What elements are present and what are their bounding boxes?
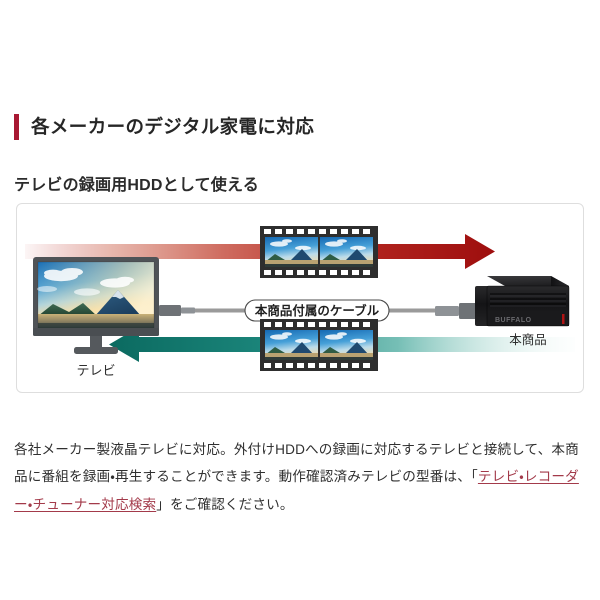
usb-cable <box>159 303 477 319</box>
cable-label-text: 本商品付属のケーブル <box>254 303 380 318</box>
hdd-brand-text: BUFFALO <box>495 317 532 324</box>
external-hdd: BUFFALO <box>475 276 570 327</box>
film-strip-playback <box>260 319 378 371</box>
product-label: 本商品 <box>509 333 547 347</box>
heading-accent-bar <box>14 114 19 140</box>
sub-heading: テレビの録画用HDDとして使える <box>14 177 259 194</box>
film-strip-record <box>260 226 378 278</box>
diagram-card: テレビ 本商品付属のケーブル <box>16 203 584 393</box>
television <box>33 257 159 354</box>
section-heading: 各メーカーのデジタル家電に対応 <box>14 112 314 142</box>
compatibility-search-link[interactable]: テレビ・レコーダー・チューナー対応検索 <box>14 469 579 513</box>
body-text-part1: 各社メーカー製液晶テレビに対応。外付けHDDへの録画に対応するテレビと接続して、… <box>14 441 579 485</box>
body-paragraph: 各社メーカー製液晶テレビに対応。外付けHDDへの録画に対応するテレビと接続して、… <box>14 436 588 520</box>
connection-diagram: テレビ 本商品付属のケーブル <box>25 226 575 378</box>
cable-label: 本商品付属のケーブル <box>244 299 390 322</box>
tv-label: テレビ <box>76 363 115 378</box>
body-text-part2: 」をご確認ください。 <box>156 497 294 513</box>
section-heading-text: 各メーカーのデジタル家電に対応 <box>31 115 315 137</box>
